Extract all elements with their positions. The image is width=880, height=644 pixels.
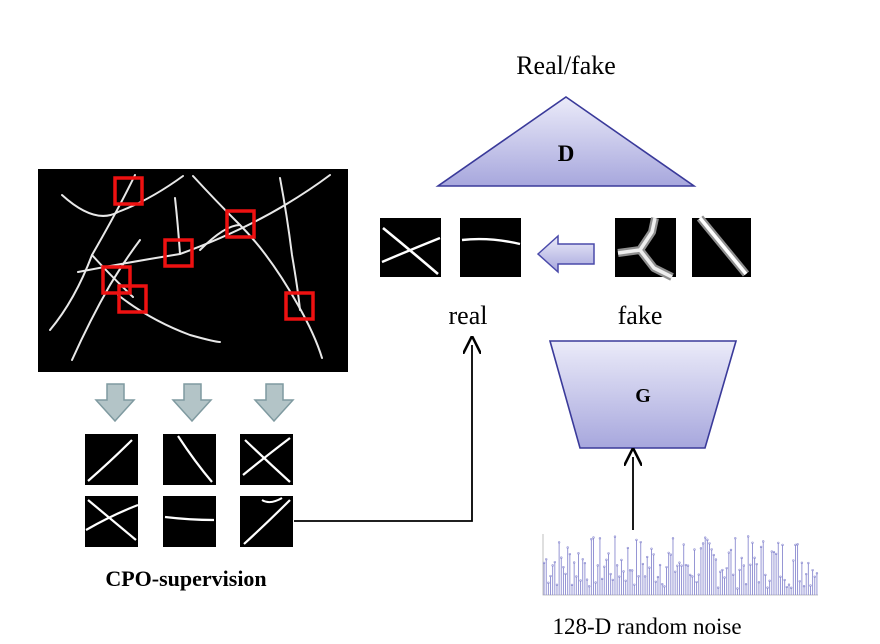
patch-thumb	[163, 496, 216, 547]
patch-thumb	[163, 434, 216, 485]
highlight-box-6	[284, 291, 315, 321]
generator-block	[548, 340, 738, 449]
supervision-to-real-arrow	[294, 345, 472, 522]
down-arrow-icon	[94, 383, 136, 423]
fake-label: fake	[618, 301, 663, 330]
highlight-box-4	[101, 265, 132, 295]
highlight-box-2	[225, 209, 256, 239]
highlight-box-1	[113, 176, 144, 206]
patch-thumb	[85, 434, 138, 485]
discriminator-label: D	[558, 141, 575, 166]
patch-thumb	[240, 434, 293, 485]
fake-patch-2	[692, 215, 751, 277]
real-fake-label: Real/fake	[516, 51, 616, 80]
discriminator-block	[435, 96, 697, 187]
patch-thumb	[240, 496, 293, 547]
cpo-supervision-label: CPO-supervision	[105, 566, 266, 591]
patch-thumb	[85, 496, 139, 547]
highlight-box-5	[117, 284, 148, 314]
fake-patch-1	[615, 217, 676, 281]
real-patch-1	[380, 218, 441, 277]
road-image	[38, 169, 348, 372]
generator-label: G	[635, 385, 651, 407]
real-label: real	[449, 301, 488, 330]
down-arrow-icon	[171, 383, 213, 423]
patch-grid	[85, 434, 293, 547]
down-arrow-icon	[253, 383, 295, 423]
noise-label: 128-D random noise	[552, 614, 741, 639]
noise-plot	[538, 530, 820, 598]
left-arrow-icon	[536, 234, 595, 274]
real-patch-2	[460, 218, 521, 277]
highlight-box-3	[163, 238, 194, 268]
